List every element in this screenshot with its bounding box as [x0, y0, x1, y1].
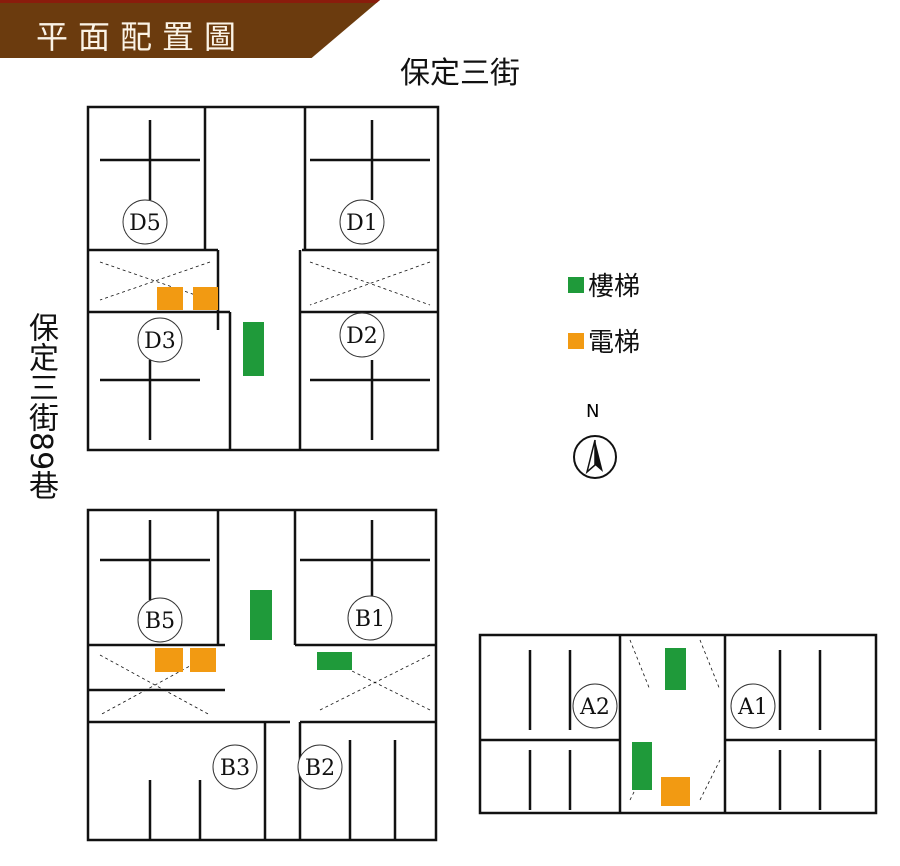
- elevator-d-2: [193, 287, 218, 310]
- elevator-b-2: [190, 648, 216, 672]
- north-label: N: [586, 401, 600, 422]
- legend-stairs: 樓梯: [568, 266, 640, 303]
- unit-d2: D2: [346, 324, 378, 349]
- page-title: 平面配置圖: [36, 18, 247, 56]
- street-label-left: 保定三街89巷: [23, 312, 58, 501]
- stair-a-1: [665, 648, 686, 690]
- elevator-b-1: [155, 648, 183, 672]
- unit-b3: B3: [220, 756, 250, 781]
- north-compass-icon: [573, 435, 617, 479]
- unit-a2: A2: [579, 695, 610, 720]
- legend-stairs-label: 樓梯: [588, 272, 641, 302]
- stair-a-2: [632, 742, 652, 790]
- building-d-outline: [86, 105, 440, 452]
- unit-d5: D5: [129, 211, 161, 236]
- stairs-swatch: [568, 276, 584, 293]
- building-b-outline: [86, 508, 438, 842]
- unit-d1: D1: [346, 211, 378, 236]
- stair-b-2: [317, 652, 352, 670]
- elevator-swatch: [568, 332, 584, 349]
- unit-b2: B2: [305, 756, 335, 781]
- legend-elevator: 電梯: [568, 322, 640, 359]
- elevator-a: [661, 777, 690, 806]
- title-banner: 平面配置圖: [0, 0, 380, 58]
- stair-b-1: [250, 590, 272, 640]
- elevator-d-1: [157, 287, 183, 310]
- unit-b5: B5: [145, 609, 175, 634]
- stair-d: [243, 322, 264, 376]
- legend-elevator-label: 電梯: [588, 328, 641, 358]
- unit-d3: D3: [144, 329, 176, 354]
- street-label-top: 保定三街: [400, 56, 520, 91]
- unit-b1: B1: [355, 607, 385, 632]
- building-a-outline: [478, 633, 878, 815]
- unit-a1: A1: [737, 695, 768, 720]
